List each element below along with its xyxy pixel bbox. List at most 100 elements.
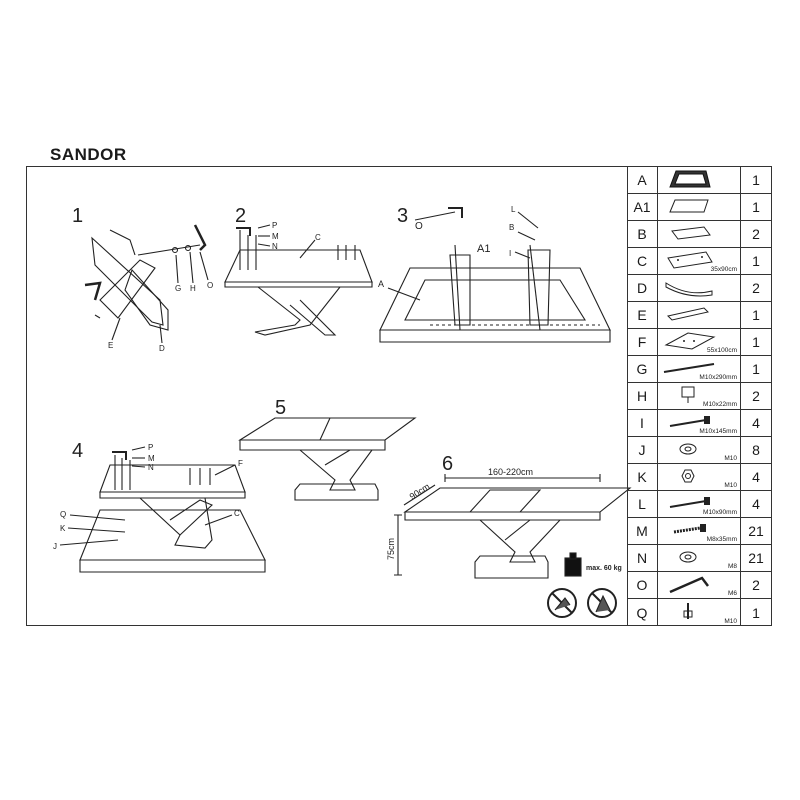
part-quantity: 1: [752, 199, 760, 215]
part-quantity: 1: [752, 361, 760, 377]
document-title: SANDOR: [50, 145, 127, 164]
table-frame-icon: [658, 167, 740, 193]
callout-label: M: [148, 454, 155, 463]
bolt-icon: M10x90mm: [658, 491, 740, 517]
step-number-2: 2: [235, 205, 246, 227]
parts-row: K M10 4: [627, 464, 772, 491]
callout-label: N: [272, 242, 278, 251]
part-letter: K: [637, 469, 647, 485]
callout-label: B: [509, 223, 514, 232]
washer-icon: M8: [658, 545, 740, 571]
part-letter: N: [636, 550, 648, 566]
part-letter: F: [637, 334, 647, 350]
part-letter: J: [638, 442, 646, 458]
callout-label: N: [148, 463, 154, 472]
part-quantity: 4: [752, 415, 760, 431]
parts-row: Q M10 1: [627, 599, 772, 626]
straight-leg-icon: [658, 302, 740, 328]
callout-label: A: [378, 279, 384, 289]
part-letter: H: [636, 388, 648, 404]
part-quantity: 1: [752, 334, 760, 350]
parts-row: M M8x35mm 21: [627, 518, 772, 545]
part-letter: L: [638, 496, 646, 512]
curved-leg-icon: [658, 275, 740, 301]
part-quantity: 1: [752, 307, 760, 323]
part-letter: D: [636, 280, 648, 296]
part-spec: M10: [724, 482, 737, 489]
step4-drawing: [59, 446, 266, 573]
parts-table-divider: [740, 167, 741, 626]
part-spec: M8x35mm: [706, 536, 737, 543]
parts-row: N M8 21: [627, 545, 772, 572]
glass-panel-icon: [658, 194, 740, 220]
callout-label: F: [238, 459, 243, 468]
screw-icon: M8x35mm: [658, 518, 740, 544]
part-quantity: 21: [748, 550, 764, 566]
step-number-3: 3: [397, 205, 408, 227]
barrel-nut-icon: M10x22mm: [658, 383, 740, 409]
callout-label: K: [60, 524, 66, 533]
callout-label: Q: [60, 510, 66, 519]
callout-label: G: [175, 284, 181, 293]
part-letter: Q: [636, 604, 648, 621]
parts-table-border: [627, 167, 628, 626]
callout-label: L: [511, 205, 516, 214]
bolt-icon: M10x145mm: [658, 410, 740, 436]
callout-label: I: [509, 249, 511, 258]
part-letter: C: [636, 253, 648, 269]
parts-row: I M10x145mm 4: [627, 410, 772, 437]
part-letter: E: [637, 307, 647, 323]
part-quantity: 1: [752, 253, 760, 269]
dimension-depth: 90cm: [408, 481, 432, 501]
part-quantity: 2: [752, 577, 760, 593]
part-letter: I: [640, 415, 644, 431]
part-letter: B: [637, 226, 647, 242]
part-letter: M: [636, 523, 648, 539]
instruction-frame: [26, 166, 772, 626]
part-quantity: 2: [752, 226, 760, 242]
part-quantity: 1: [752, 604, 760, 621]
washer-icon: M10: [658, 437, 740, 463]
parts-row: F 55x100cm 1: [627, 329, 772, 356]
base-plate-icon: 55x100cm: [658, 329, 740, 355]
part-spec: M10x145mm: [699, 428, 737, 435]
part-spec: M10: [724, 455, 737, 462]
parts-table-divider: [657, 167, 658, 626]
part-letter: A: [637, 172, 647, 188]
part-quantity: 2: [752, 388, 760, 404]
step-number-6: 6: [442, 453, 453, 475]
part-spec: M10: [724, 618, 737, 625]
part-spec: 55x100cm: [707, 347, 737, 354]
step1-drawing: [84, 224, 209, 344]
part-quantity: 4: [752, 469, 760, 485]
part-spec: M10x90mm: [703, 509, 737, 516]
parts-row: G M10x290mm 1: [627, 356, 772, 383]
part-quantity: 21: [748, 523, 764, 539]
part-quantity: 2: [752, 280, 760, 296]
callout-label: J: [53, 542, 57, 551]
step-number-1: 1: [72, 205, 83, 227]
part-spec: M10x290mm: [699, 374, 737, 381]
max-load-label: max. 60 kg: [586, 565, 622, 572]
nut-icon: M10: [658, 464, 740, 490]
part-quantity: 4: [752, 496, 760, 512]
step6-drawing: [394, 474, 632, 579]
wrench-icon: M10: [658, 599, 740, 626]
callout-label: D: [159, 344, 165, 353]
dimension-height: 75cm: [386, 538, 396, 560]
part-spec: M10x22mm: [703, 401, 737, 408]
callout-label: O: [207, 281, 213, 290]
part-letter: G: [636, 361, 648, 377]
long-bolt-icon: M10x290mm: [658, 356, 740, 382]
part-spec: M6: [727, 590, 737, 597]
